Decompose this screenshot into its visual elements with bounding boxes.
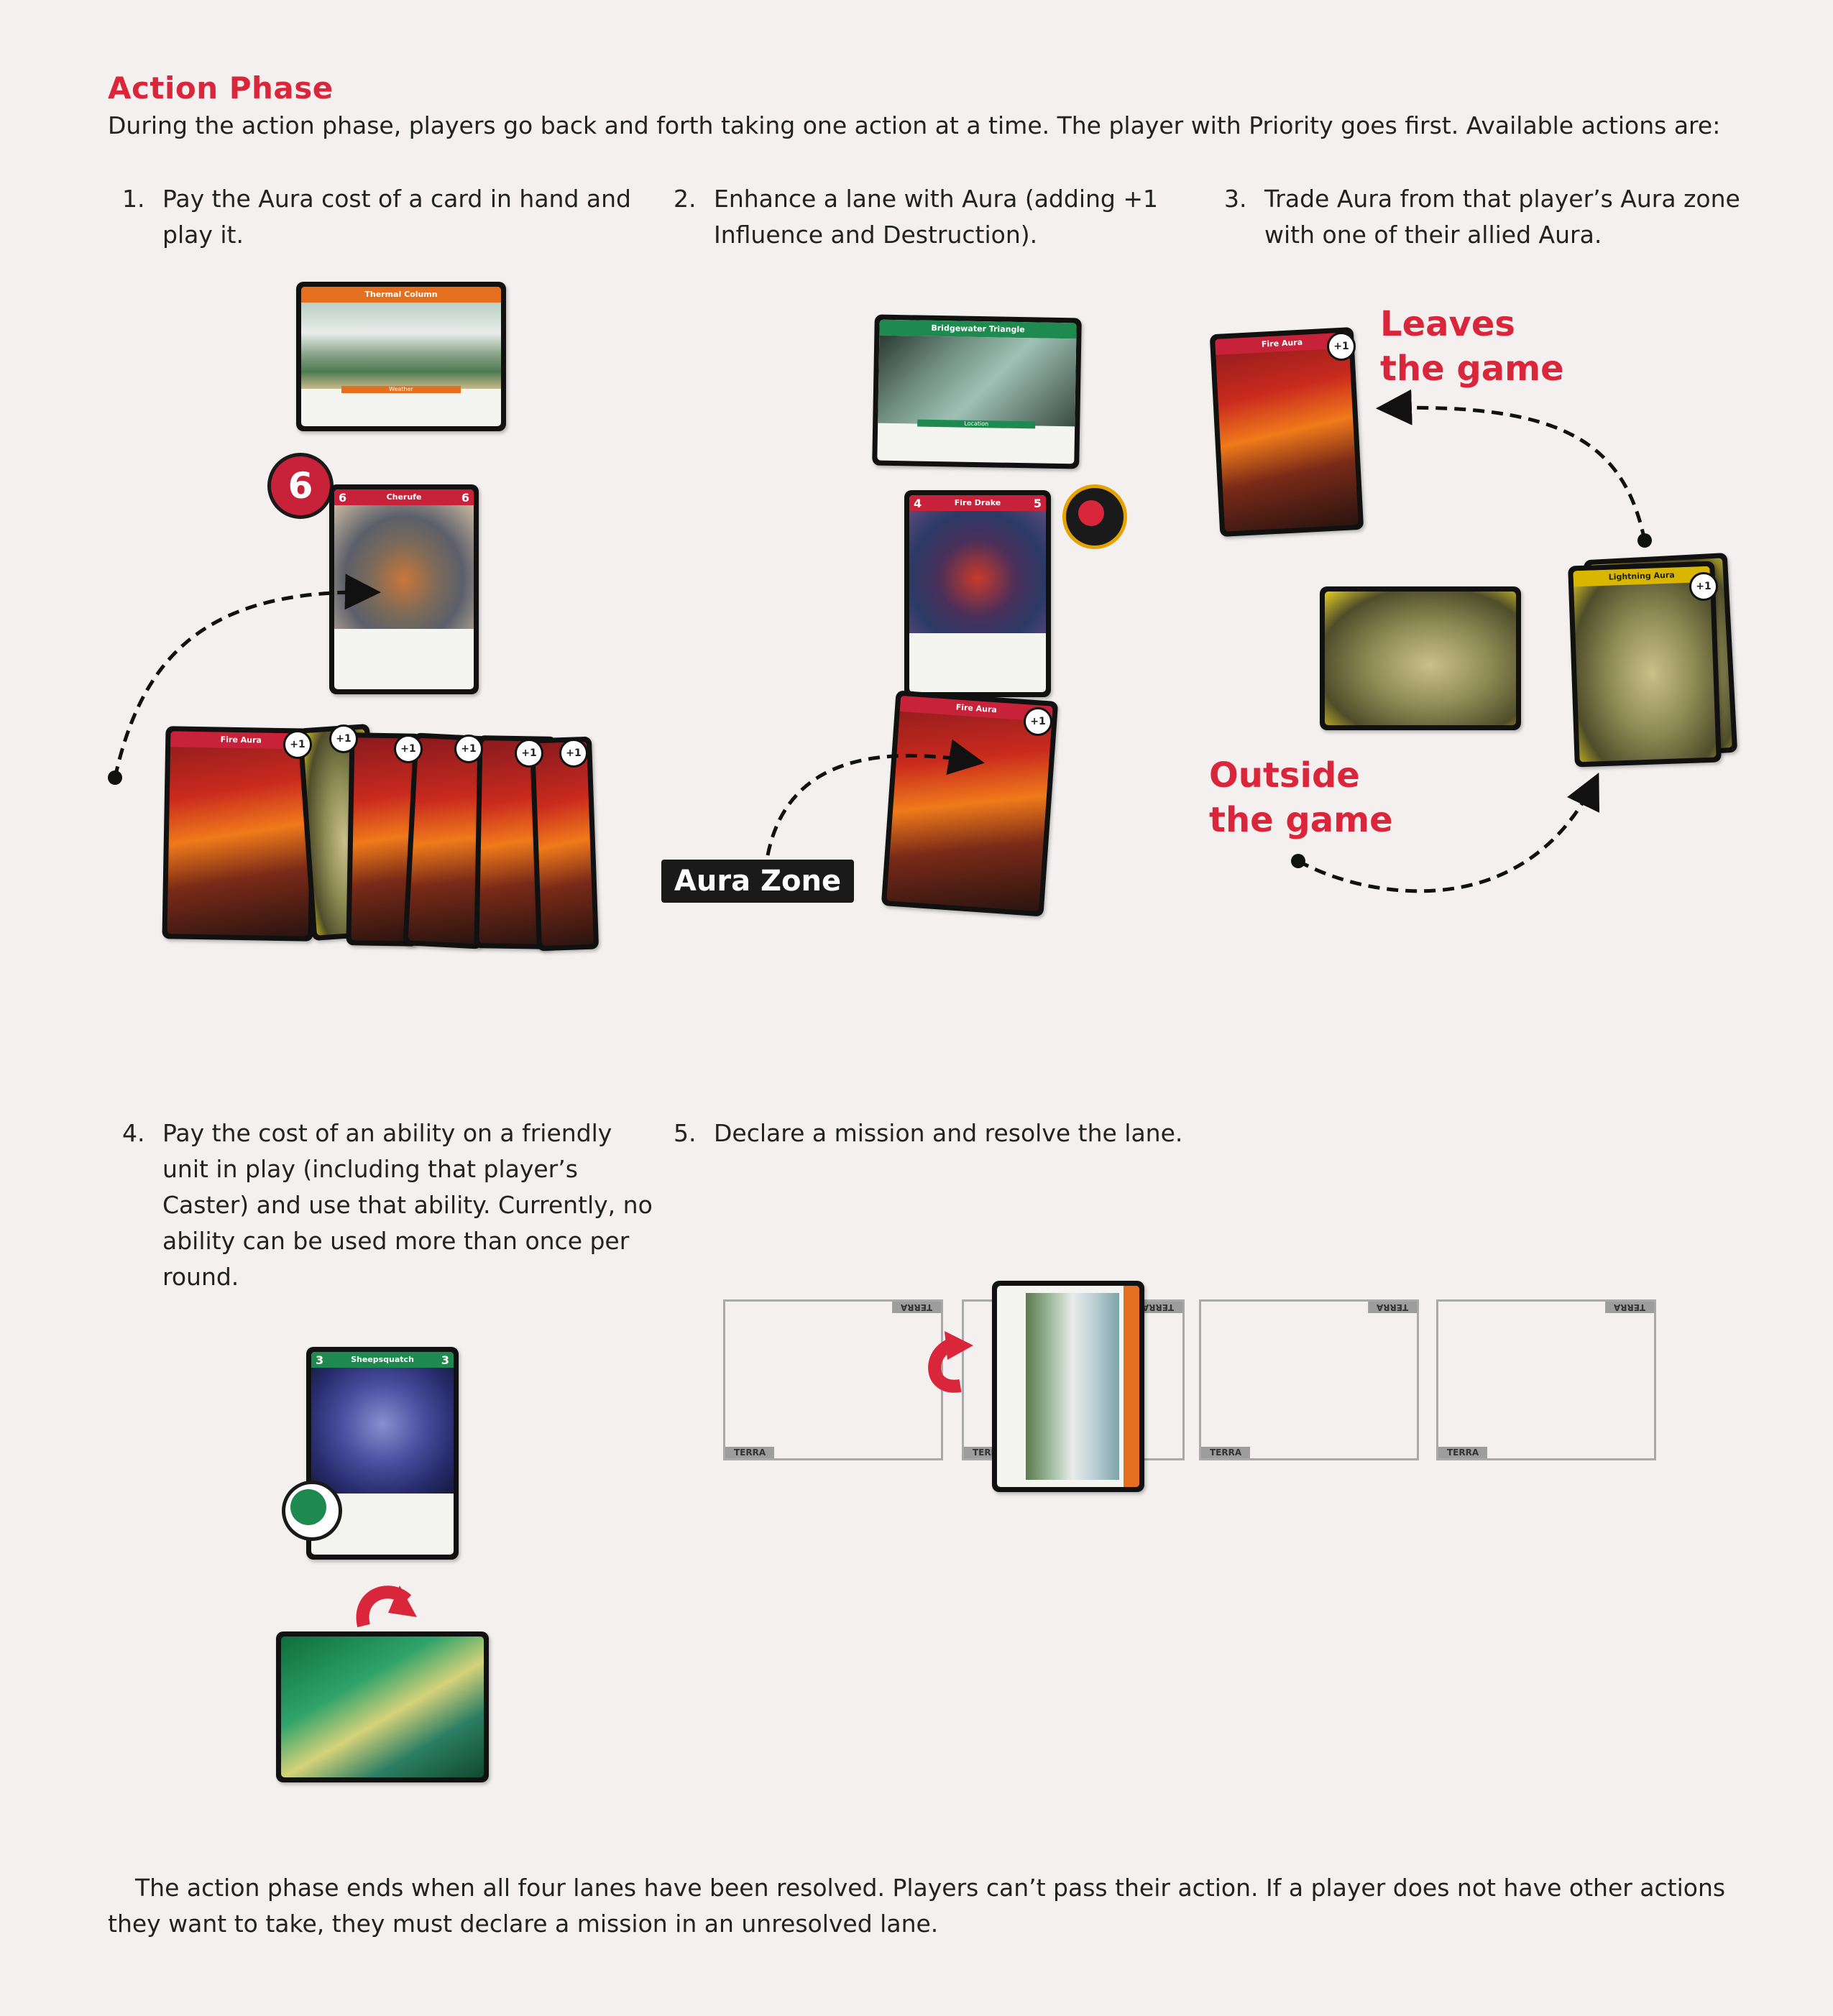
step-number: 4.	[122, 1119, 145, 1147]
card-power: 6	[461, 491, 469, 505]
step-text-line1: Declare a mission and resolve the lane.	[714, 1119, 1183, 1147]
step-text-line: round.	[162, 1263, 239, 1291]
lane-1: TERRA TERRA	[723, 1299, 943, 1460]
card-name: Fire Drake	[909, 495, 1046, 511]
card-fire-drake: Fire Drake 4 5	[904, 490, 1051, 697]
card-name: Sheepsquatch	[311, 1352, 454, 1368]
outside-label-line1: Outside	[1209, 755, 1360, 796]
aura-value-badge: +1	[1024, 707, 1052, 736]
leaves-arrow	[1376, 389, 1647, 541]
step-text-line1: Trade Aura from that player’s Aura zone	[1264, 185, 1740, 213]
card-earth-aura	[276, 1631, 489, 1782]
card-cost: 4	[914, 497, 922, 510]
step-number: 2.	[674, 185, 697, 213]
play-arrow	[113, 574, 381, 778]
card-art	[909, 511, 1046, 633]
card-power: 3	[441, 1353, 449, 1367]
card-art	[311, 1368, 454, 1493]
aura-value-badge: +1	[329, 724, 358, 753]
lane-tag: TERRA	[725, 1447, 775, 1458]
rotate-arrow-head	[388, 1585, 417, 1617]
step-text-line: ability can be used more than once per	[162, 1227, 630, 1255]
lane-4: TERRA TERRA	[1436, 1299, 1656, 1460]
aura-zone-label: Aura Zone	[661, 860, 854, 903]
leaves-label-line1: Leaves	[1380, 304, 1515, 344]
rotate-arrow-icon	[928, 1338, 962, 1393]
step-text-line2: play it.	[162, 221, 244, 249]
card-band	[1124, 1286, 1139, 1487]
closing-text: The action phase ends when all four lane…	[108, 1874, 1726, 1938]
card-name: Cherufe	[334, 489, 474, 505]
arrow-origin-dot	[1291, 854, 1305, 868]
step-text-line1: Pay the Aura cost of a card in hand and	[162, 185, 631, 213]
step-1: 1. Pay the Aura cost of a card in hand a…	[122, 181, 640, 260]
step-5: 5. Declare a mission and resolve the lan…	[674, 1115, 1220, 1159]
card-thermal-column-rotated	[992, 1281, 1144, 1492]
card-thermal-column: Thermal Column Weather	[296, 282, 506, 431]
aura-value-badge: +1	[515, 739, 543, 768]
step-text-line: unit in play (including that player’s	[162, 1155, 578, 1183]
arrow-origin-dot	[1637, 533, 1652, 548]
card-art	[1026, 1293, 1119, 1480]
ability-icon-core	[290, 1489, 326, 1525]
arrow-origin-dot	[108, 770, 122, 785]
leaves-label-line2: the game	[1380, 349, 1564, 389]
aura-value-badge: +1	[283, 730, 312, 759]
aura-arrow	[766, 739, 985, 856]
aura-value-badge: +1	[394, 735, 423, 763]
step-4: 4. Pay the cost of an ability on a frien…	[122, 1115, 669, 1302]
page-title: Action Phase	[108, 70, 334, 106]
card-art	[301, 303, 501, 390]
step-text-line1: Enhance a lane with Aura (adding +1	[714, 185, 1158, 213]
aura-value-badge: +1	[1689, 572, 1718, 601]
card-name: Thermal Column	[301, 287, 501, 303]
outside-label-line2: the game	[1209, 800, 1393, 840]
lane-3: TERRA TERRA	[1199, 1299, 1419, 1460]
destruction-icon-core	[1078, 500, 1104, 526]
rotate-arrow-head	[945, 1331, 973, 1360]
aura-value-badge: +1	[454, 735, 483, 763]
step-2: 2. Enhance a lane with Aura (adding +1 I…	[674, 181, 1191, 260]
card-lightning-aura-sideways	[1320, 586, 1521, 730]
lane-tag: TERRA	[1438, 1447, 1488, 1458]
cost-badge: 6	[267, 453, 334, 519]
aura-value-badge: +1	[1327, 332, 1356, 361]
card-subtype: Weather	[341, 386, 461, 393]
step-number: 3.	[1224, 185, 1247, 213]
aura-value-badge: +1	[559, 739, 588, 768]
step-text-line: Caster) and use that ability. Currently,…	[162, 1191, 653, 1219]
card-power: 5	[1033, 497, 1042, 510]
card-cost: 6	[339, 491, 347, 505]
lane-tag: TERRA	[1201, 1447, 1251, 1458]
step-3: 3. Trade Aura from that player’s Aura zo…	[1224, 181, 1770, 260]
step-text-line2: Influence and Destruction).	[714, 221, 1038, 249]
card-cost: 3	[316, 1353, 324, 1367]
step-number: 1.	[122, 185, 145, 213]
intro-text: During the action phase, players go back…	[108, 111, 1721, 139]
step-text-line: Pay the cost of an ability on a friendly	[162, 1119, 612, 1147]
outside-arrow	[1297, 773, 1599, 893]
step-text-line2: with one of their allied Aura.	[1264, 221, 1602, 249]
step-number: 5.	[674, 1119, 697, 1147]
